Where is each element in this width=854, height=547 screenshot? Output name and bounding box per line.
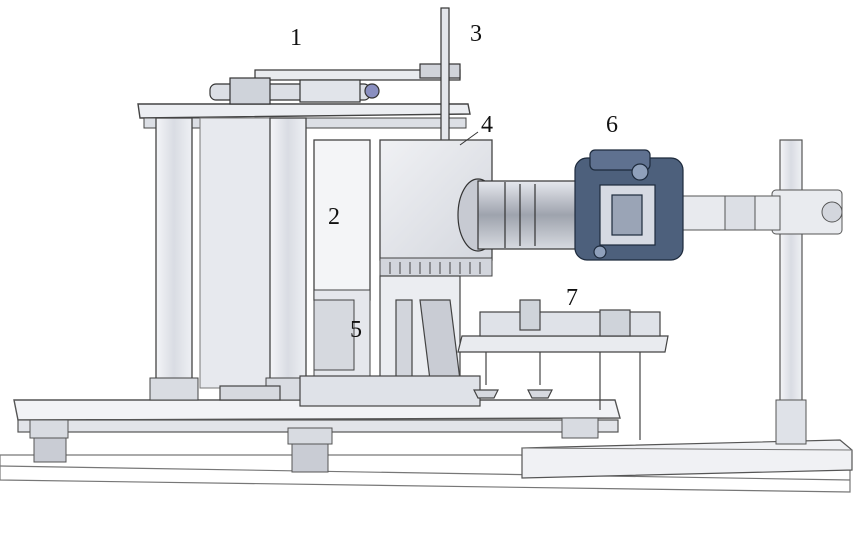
translation-stage: [457, 299, 669, 440]
specimen-chamber: [313, 139, 371, 381]
callout-label-7: 7: [566, 285, 578, 311]
leader-line-4: [459, 131, 479, 146]
camera-lens: [457, 178, 589, 252]
top-lever-assembly: [209, 63, 461, 105]
camera-bench: [521, 439, 853, 479]
callout-label-6: 6: [606, 112, 618, 138]
camera-body: [574, 149, 684, 261]
callout-label-4: 4: [481, 112, 493, 138]
camera-stand: [759, 139, 843, 445]
callout-label-5: 5: [350, 317, 362, 343]
callout-label-2: 2: [328, 204, 340, 230]
callout-label-3: 3: [470, 21, 482, 47]
lower-support: [219, 275, 481, 407]
loading-frame: [137, 103, 471, 401]
floor-plate: [0, 454, 851, 493]
callout-label-1: 1: [290, 25, 302, 51]
